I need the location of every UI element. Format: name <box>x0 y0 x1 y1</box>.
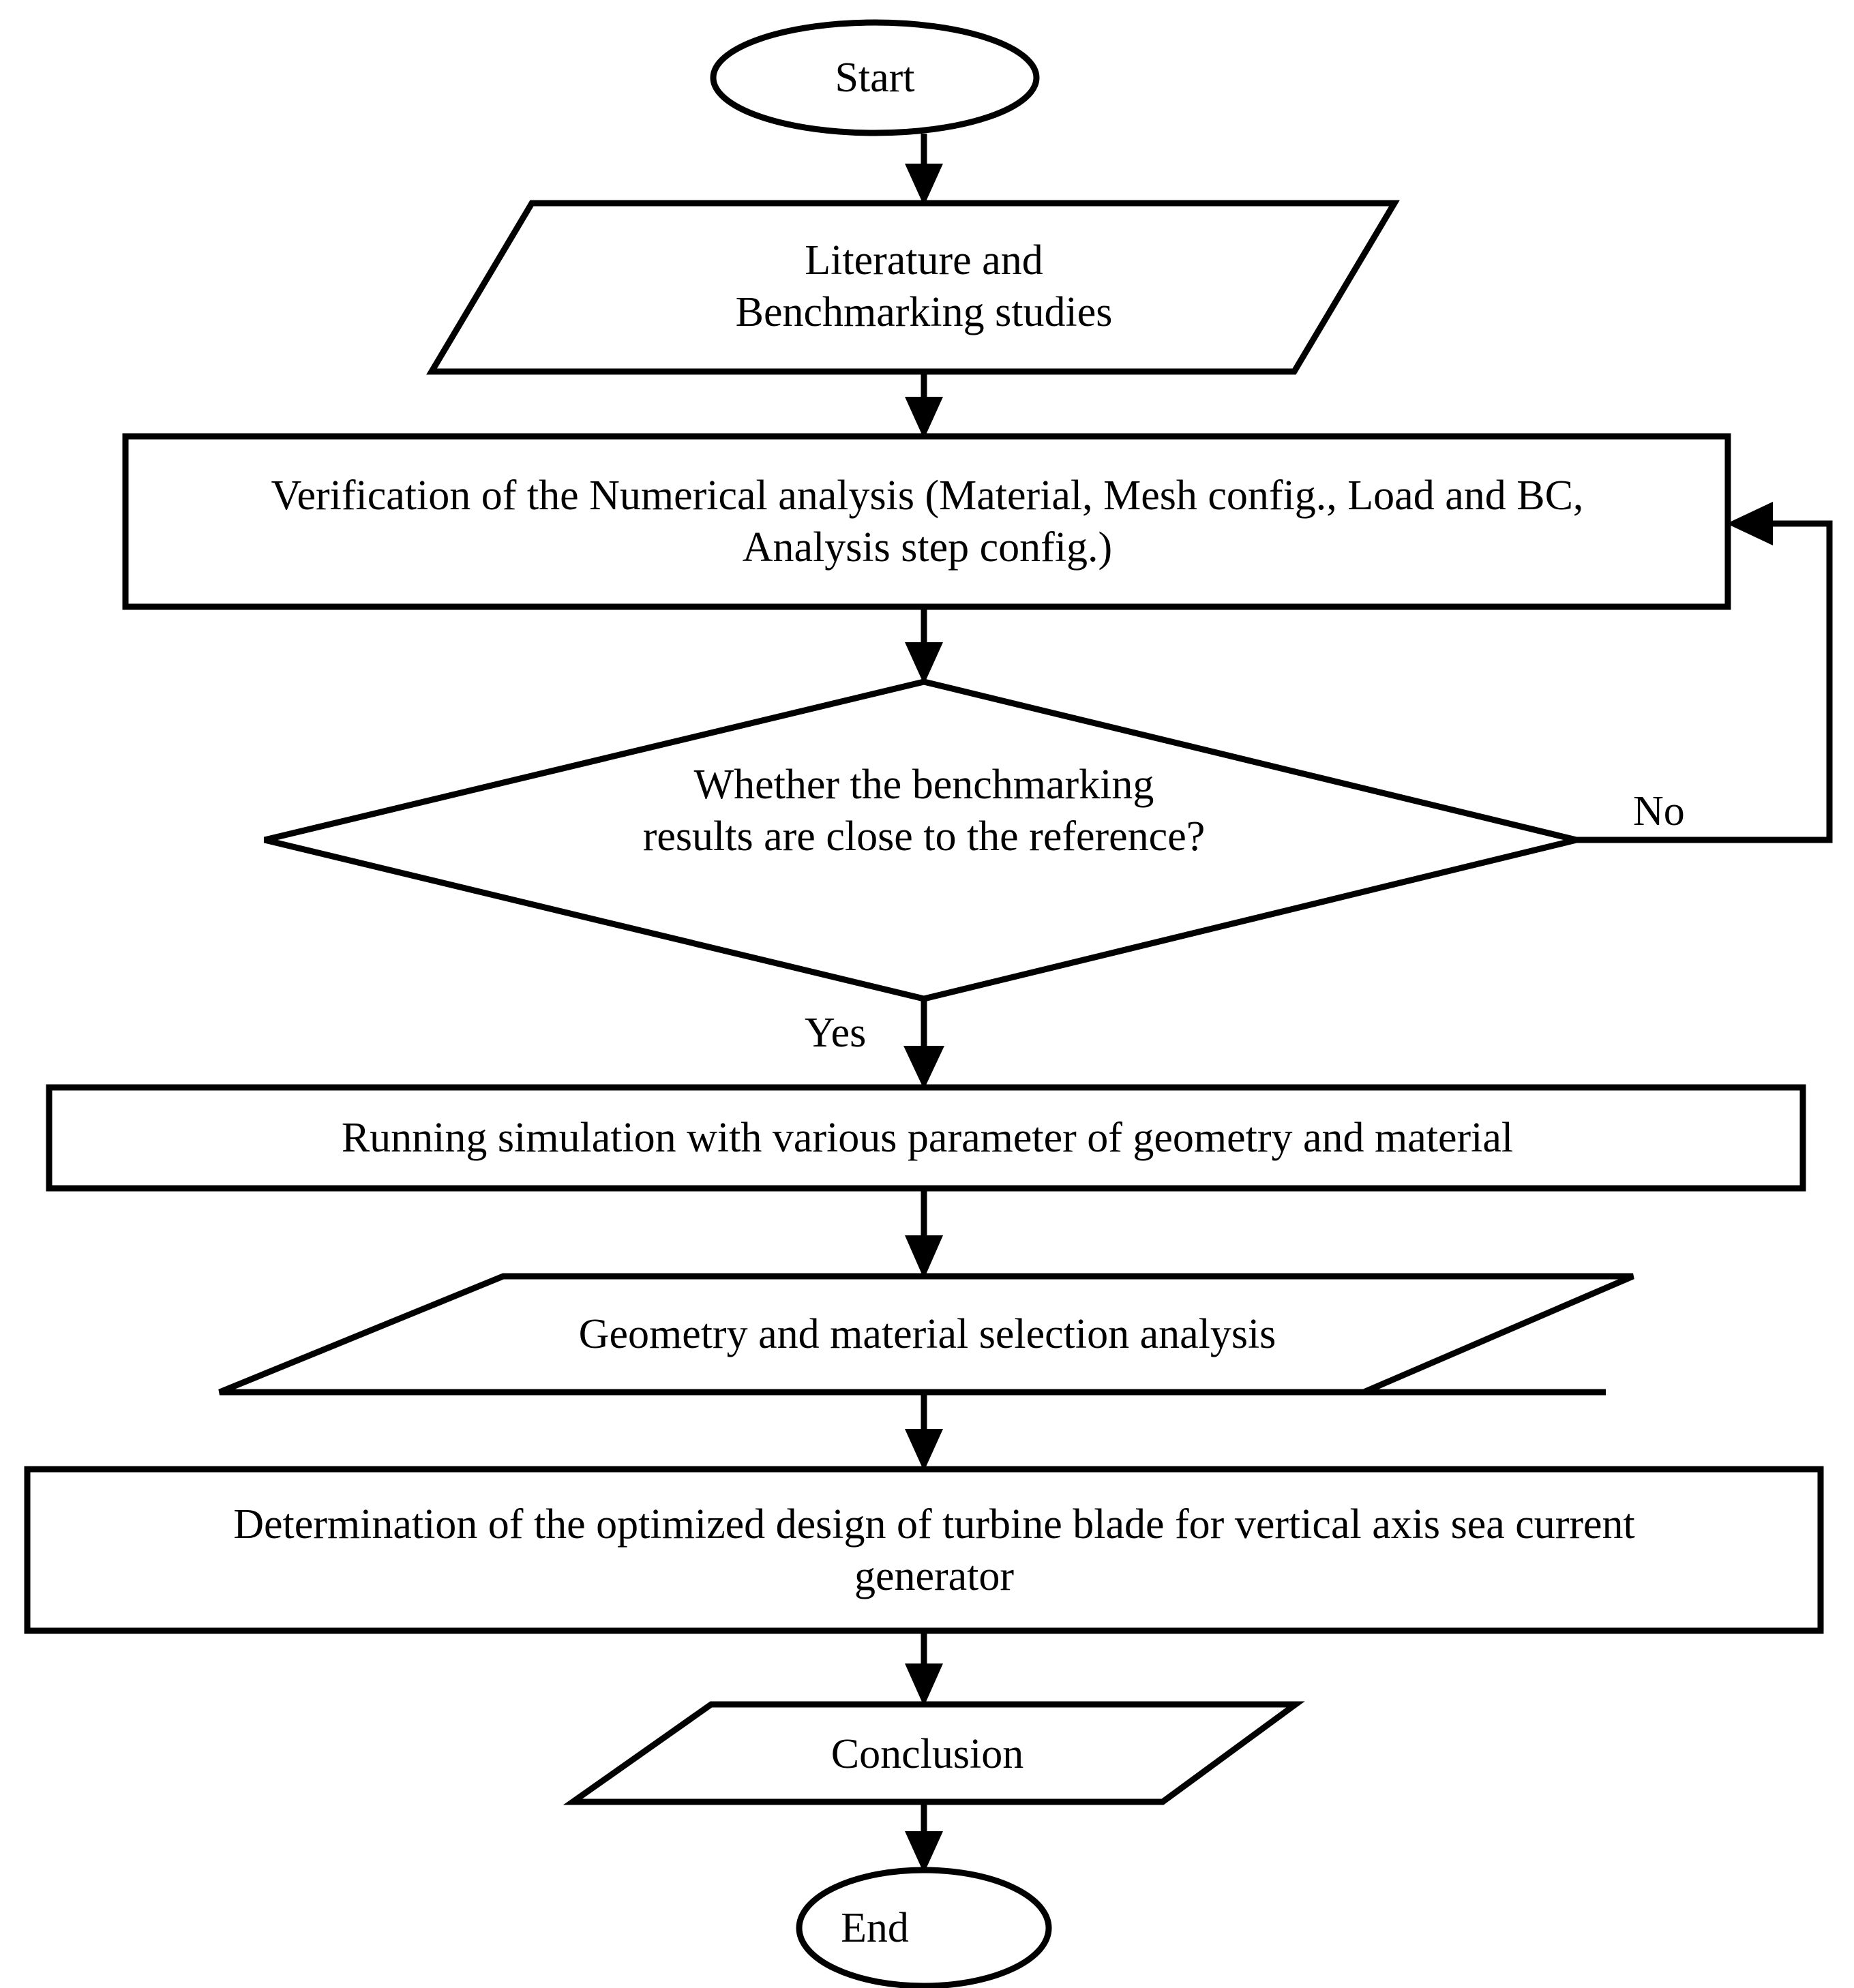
edge-label-yes: Yes <box>805 1010 867 1056</box>
arrowhead-conclusion-to-end <box>905 1831 943 1873</box>
node-running-shape[interactable] <box>46 1084 1806 1192</box>
arrowhead-determine-to-conclusion <box>905 1663 943 1706</box>
edge-label-no: No <box>1633 788 1685 834</box>
node-conclusion-shape[interactable] <box>563 1701 1305 1805</box>
arrowhead-decision-yes-to-running <box>903 1046 944 1089</box>
arrowhead-running-to-geometry <box>905 1235 943 1279</box>
node-verify-shape[interactable] <box>122 433 1731 610</box>
node-geometry-shape[interactable] <box>218 1273 1634 1396</box>
node-determine-shape[interactable] <box>24 1466 1824 1634</box>
node-decision-shape[interactable] <box>263 678 1578 1002</box>
arrowhead-verify-to-decision <box>905 642 943 684</box>
arrowhead-start-to-literature <box>905 164 943 206</box>
edge-decision-no-loop <box>1576 520 1833 843</box>
node-end-shape[interactable] <box>796 1867 1052 1988</box>
node-start-shape[interactable] <box>710 19 1040 136</box>
arrowhead-geometry-to-determine <box>905 1429 943 1471</box>
node-literature-shape[interactable] <box>426 200 1400 375</box>
arrowhead-decision-no-loop <box>1726 502 1773 545</box>
arrowhead-literature-to-verify <box>905 397 943 439</box>
